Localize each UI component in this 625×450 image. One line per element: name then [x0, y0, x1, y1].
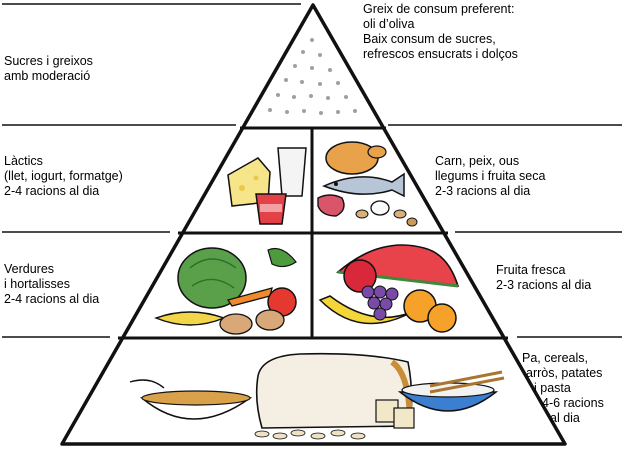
- label-line: llegums i fruita seca: [435, 169, 546, 183]
- label-line: Baix consum de sucres,: [363, 32, 496, 46]
- label-line: Làctics: [4, 154, 43, 168]
- sugar-fat-dots: [268, 38, 357, 115]
- label-line: Greix de consum preferent:: [363, 2, 515, 16]
- protein-food: [317, 141, 418, 227]
- label-vegetables: Verdures i hortalisses 2-4 racions al di…: [4, 262, 164, 307]
- grains-food: [129, 352, 505, 440]
- apple-drawing: [343, 259, 377, 293]
- label-line: 2-3 racions al dia: [496, 278, 592, 292]
- label-dairy: Làctics (llet, iogurt, formatge) 2-4 rac…: [4, 154, 164, 199]
- dairy-food: [227, 147, 307, 225]
- fruit-food: [318, 244, 460, 333]
- label-protein: Carn, peix, ous llegums i fruita seca 2-…: [435, 154, 620, 199]
- vegetables-food: [154, 247, 297, 335]
- band-dividers: [118, 126, 508, 340]
- label-line: Fruita fresca: [496, 263, 566, 277]
- rice-bowl-drawing: [397, 391, 499, 412]
- watermelon-drawing: [336, 244, 460, 287]
- fish-drawing: [322, 172, 405, 198]
- label-line: Carn, peix, ous: [435, 154, 520, 168]
- guide-lines: [2, 3, 622, 338]
- label-line: Pa, cereals,: [522, 351, 589, 365]
- label-line: arròs, patates: [526, 366, 603, 380]
- label-line: al dia: [550, 411, 580, 425]
- label-line: amb moderació: [4, 69, 91, 83]
- label-line: 2-4 racions al dia: [4, 292, 100, 306]
- label-preferred-fat: Greix de consum preferent: oli d’oliva B…: [363, 2, 621, 62]
- label-line: 2-3 racions al dia: [435, 184, 531, 198]
- pasta-drawing: [254, 429, 366, 440]
- label-line: refrescos ensucrats i dolços: [363, 47, 518, 61]
- label-line: 2-4 racions al dia: [4, 184, 100, 198]
- grapes-drawing: [361, 285, 399, 321]
- egg-drawing: [370, 200, 390, 216]
- potato-drawing: [219, 313, 253, 335]
- label-fruit: Fruita fresca 2-3 racions al dia: [496, 263, 621, 293]
- bread-loaf-drawing: [255, 352, 413, 429]
- label-line: (llet, iogurt, formatge): [4, 169, 123, 183]
- meat-drawing: [317, 194, 345, 217]
- roast-chicken-drawing: [325, 141, 379, 175]
- milk-glass-drawing: [277, 147, 307, 197]
- label-line: i pasta: [534, 381, 571, 395]
- chopsticks-drawing: [429, 376, 505, 394]
- label-sugars-fats: Sucres i greixos amb moderació: [4, 54, 164, 84]
- label-line: oli d’oliva: [363, 17, 415, 31]
- label-line: Sucres i greixos: [4, 54, 93, 68]
- label-line: i hortalisses: [4, 277, 70, 291]
- label-grains: Pa, cereals, arròs, patates i pasta 4-6 …: [522, 351, 622, 426]
- label-line: Verdures: [4, 262, 55, 276]
- label-line: 4-6 racions: [542, 396, 604, 410]
